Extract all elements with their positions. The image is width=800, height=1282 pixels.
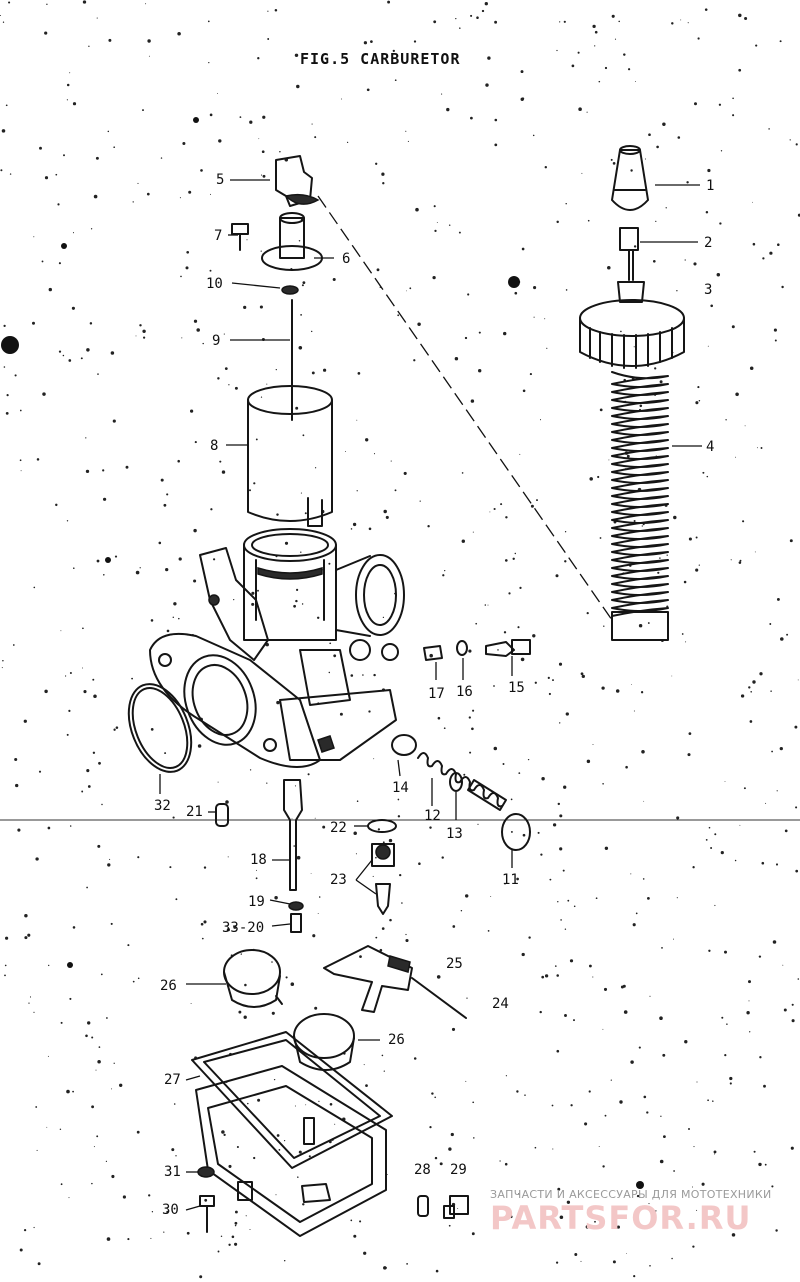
callout-label-2: 2 — [704, 235, 712, 251]
part-air-screw-group — [391, 734, 531, 851]
part-jet-holder-21 — [215, 803, 229, 827]
callout-label-26a: 26 — [160, 978, 177, 994]
part-throttle-valve — [247, 385, 333, 527]
callout-label-20: 33-20 — [222, 920, 264, 936]
callout-label-28: 28 — [414, 1162, 431, 1178]
callout-label-10: 10 — [206, 276, 223, 292]
callout-label-24: 24 — [492, 996, 509, 1012]
callout-label-12: 12 — [424, 808, 441, 824]
callout-label-17: 17 — [428, 686, 445, 702]
callout-label-5: 5 — [216, 172, 224, 188]
callout-labels: 1234567891011121314151617181933-20212223… — [154, 172, 714, 1218]
callout-label-25: 25 — [446, 956, 463, 972]
watermark-tagline: ЗАПЧАСТИ И АКСЕССУАРЫ ДЛЯ МОТОТЕХНИКИ — [490, 1188, 772, 1201]
diagram-title: FIG.5 CARBURETOR — [300, 50, 461, 68]
part-throttle-valve-plate — [261, 212, 323, 271]
part-float-pin-24 — [411, 977, 467, 1019]
leader-lines — [159, 179, 702, 1211]
part-washer-31 — [197, 1166, 215, 1178]
callout-label-9: 9 — [212, 333, 220, 349]
callout-label-22: 22 — [330, 820, 347, 836]
part-cable-holder-plate — [275, 155, 320, 207]
part-screw-7 — [231, 223, 249, 251]
part-screw-30 — [199, 1195, 215, 1233]
part-float-chamber — [195, 1065, 387, 1237]
callout-label-1: 1 — [706, 178, 714, 194]
part-main-jet-20 — [288, 901, 304, 933]
callout-label-26b: 26 — [388, 1032, 405, 1048]
part-needle-jet-18 — [283, 779, 303, 891]
callout-label-15: 15 — [508, 680, 525, 696]
callout-label-32: 32 — [154, 798, 171, 814]
part-mixing-chamber-top — [579, 281, 685, 369]
part-float-right-26 — [293, 1013, 355, 1071]
callout-label-27: 27 — [164, 1072, 181, 1088]
callout-label-4: 4 — [706, 439, 714, 455]
assembly-guide-line — [317, 195, 613, 621]
part-float-left-26 — [223, 949, 283, 1008]
callout-label-18: 18 — [250, 852, 267, 868]
part-carburetor-body — [149, 528, 405, 769]
part-throttle-spring — [611, 371, 669, 641]
watermark-logo: PARTSFOR.RU — [490, 1199, 752, 1237]
part-float-arm-25 — [323, 945, 413, 1013]
callout-label-8: 8 — [210, 438, 218, 454]
part-cable-cap — [611, 145, 649, 211]
callout-label-6: 6 — [342, 251, 350, 267]
part-adjuster-nut — [619, 227, 639, 281]
callout-label-13: 13 — [446, 826, 463, 842]
callout-label-14: 14 — [392, 780, 409, 796]
callout-label-11: 11 — [502, 872, 519, 888]
callout-label-7: 7 — [214, 228, 222, 244]
part-float-chamber-gasket-27 — [191, 1031, 393, 1169]
part-idle-screw-group — [423, 639, 531, 661]
callout-label-16: 16 — [456, 684, 473, 700]
part-float-valve-23 — [371, 843, 395, 915]
callout-label-31: 31 — [164, 1164, 181, 1180]
part-o-ring-32 — [127, 683, 193, 773]
part-needle-clip — [281, 285, 299, 295]
callout-label-23: 23 — [330, 872, 347, 888]
callout-label-3: 3 — [704, 282, 712, 298]
part-washer-22 — [367, 819, 397, 833]
callout-label-19: 19 — [248, 894, 265, 910]
part-plug-28 — [417, 1195, 429, 1217]
callout-label-21: 21 — [186, 804, 203, 820]
callout-label-30: 30 — [162, 1202, 179, 1218]
callout-label-29: 29 — [450, 1162, 467, 1178]
part-drain-screw-29 — [443, 1195, 469, 1219]
